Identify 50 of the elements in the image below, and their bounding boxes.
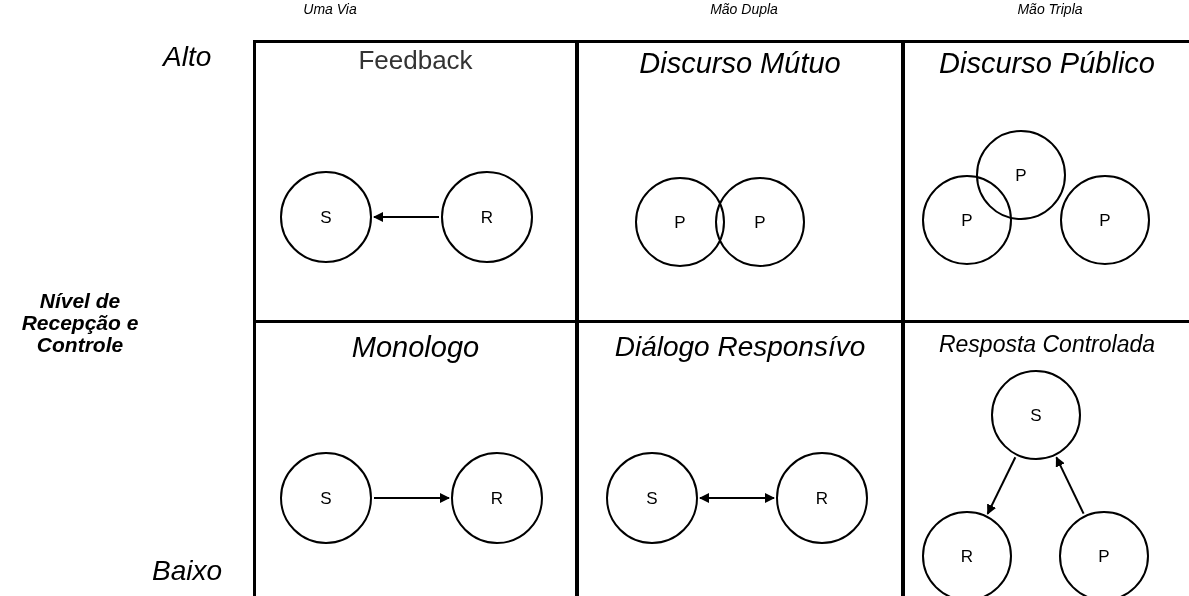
node-letter: S	[645, 489, 659, 507]
node-letter: S	[1029, 406, 1043, 424]
circle-node	[441, 171, 533, 263]
circle-node	[1059, 511, 1149, 596]
arrow	[986, 456, 1017, 515]
circle-node	[606, 452, 698, 544]
circle-node	[991, 370, 1081, 460]
node-letter: P	[1098, 211, 1112, 229]
circle-node	[922, 175, 1012, 265]
circle-node	[280, 171, 372, 263]
node-letter: R	[479, 208, 495, 226]
node-letter: P	[960, 211, 974, 229]
node-letter: S	[319, 489, 333, 507]
node-letter: P	[1097, 547, 1111, 565]
arrow	[373, 493, 450, 503]
circle-node	[1060, 175, 1150, 265]
grid-cell	[576, 320, 904, 596]
column-header: Mão Dupla	[710, 2, 778, 17]
axis-title: Nível de Recepção e Controle	[20, 290, 140, 357]
circle-node	[922, 511, 1012, 596]
node-letter: R	[814, 489, 830, 507]
grid-cell	[253, 320, 578, 596]
circle-node	[715, 177, 805, 267]
cell-heading: Monologo	[350, 333, 481, 362]
circle-node	[451, 452, 543, 544]
arrow	[699, 493, 775, 503]
circle-node	[776, 452, 868, 544]
cell-heading: Resposta Controlada	[937, 333, 1157, 356]
circle-node	[635, 177, 725, 267]
node-letter: R	[489, 489, 505, 507]
column-header: Uma Via	[303, 2, 357, 17]
node-letter: P	[753, 213, 767, 231]
node-letter: P	[1014, 166, 1028, 184]
node-letter: S	[319, 208, 333, 226]
arrow	[373, 212, 440, 222]
circle-node	[976, 130, 1066, 220]
node-letter: R	[959, 547, 975, 565]
cell-heading: Diálogo Responsívo	[613, 333, 867, 361]
axis-label: Baixo	[152, 556, 223, 586]
grid-cell	[576, 40, 904, 323]
grid-cell	[902, 40, 1189, 323]
circle-node	[280, 452, 372, 544]
grid-cell	[253, 40, 578, 323]
node-letter: P	[673, 213, 687, 231]
cell-heading: Discurso Público	[938, 49, 1156, 78]
axis-label: Alto	[163, 42, 212, 72]
cell-heading: Discurso Mútuo	[638, 49, 842, 78]
cell-heading: Feedback	[357, 47, 474, 73]
arrow	[1055, 456, 1085, 515]
column-header: Mão Tripla	[1017, 2, 1083, 17]
